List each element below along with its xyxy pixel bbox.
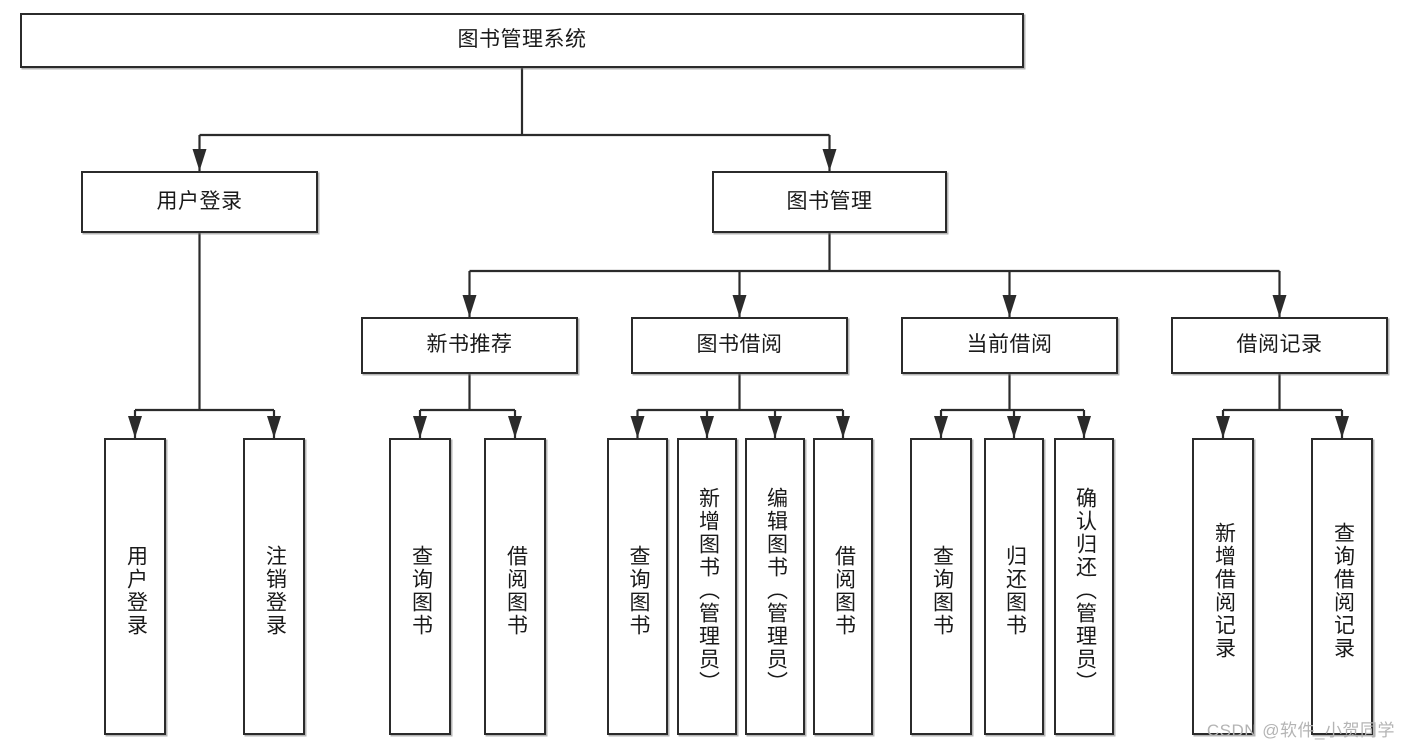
node-label: 当前借阅 <box>966 333 1053 357</box>
node-leaf-bb-add-book[interactable]: 新增图书（管理员） <box>677 438 737 735</box>
connector-arrowhead <box>1077 416 1091 438</box>
node-leaf-cb-confirm-return[interactable]: 确认归还（管理员） <box>1054 438 1114 735</box>
node-label: 借阅图书 <box>504 544 528 637</box>
connector-arrowhead <box>630 416 645 438</box>
node-leaf-user-logout[interactable]: 注销登录 <box>243 438 305 735</box>
connector-arrowhead <box>768 416 782 438</box>
connector-arrowhead <box>700 416 714 438</box>
node-borrow-record[interactable]: 借阅记录 <box>1171 317 1388 374</box>
node-leaf-cb-query-book[interactable]: 查询图书 <box>910 438 972 735</box>
node-leaf-rec-borrow-book[interactable]: 借阅图书 <box>484 438 546 735</box>
connector-arrowhead <box>128 416 142 438</box>
connector-arrowhead <box>1335 416 1349 438</box>
node-label: 确认归还（管理员） <box>1073 487 1097 694</box>
node-label: 查询图书 <box>626 544 650 637</box>
node-leaf-rec-query-book[interactable]: 查询图书 <box>389 438 451 735</box>
node-label: 注销登录 <box>263 544 287 637</box>
node-book-borrow[interactable]: 图书借阅 <box>631 317 848 374</box>
node-label: 图书管理系统 <box>457 28 587 52</box>
connector-arrowhead <box>192 149 207 171</box>
connector-arrowhead <box>1007 416 1021 438</box>
node-root[interactable]: 图书管理系统 <box>20 13 1024 68</box>
node-label: 查询图书 <box>409 544 433 637</box>
node-leaf-bb-edit-book[interactable]: 编辑图书（管理员） <box>745 438 805 735</box>
connector-arrowhead <box>1272 295 1287 317</box>
node-leaf-br-query-record[interactable]: 查询借阅记录 <box>1311 438 1373 735</box>
node-leaf-bb-query-book[interactable]: 查询图书 <box>607 438 668 735</box>
connector-arrowhead <box>413 416 427 438</box>
connector-arrowhead <box>822 149 837 171</box>
node-current-borrow[interactable]: 当前借阅 <box>901 317 1118 374</box>
connector-arrowhead <box>836 416 850 438</box>
node-leaf-br-add-record[interactable]: 新增借阅记录 <box>1192 438 1254 735</box>
node-label: 用户登录 <box>156 189 243 213</box>
node-leaf-cb-return-book[interactable]: 归还图书 <box>984 438 1044 735</box>
node-new-book-recommend[interactable]: 新书推荐 <box>361 317 578 374</box>
node-label: 查询图书 <box>930 544 954 637</box>
node-label: 借阅图书 <box>832 544 856 637</box>
node-leaf-bb-borrow-book[interactable]: 借阅图书 <box>813 438 873 735</box>
node-label: 编辑图书（管理员） <box>764 487 788 694</box>
connector-arrowhead <box>508 416 522 438</box>
connector-arrowhead <box>267 416 281 438</box>
node-label: 新增图书（管理员） <box>696 487 720 694</box>
node-user-login[interactable]: 用户登录 <box>81 171 318 233</box>
connector-arrowhead <box>934 416 948 438</box>
node-book-manage[interactable]: 图书管理 <box>712 171 947 233</box>
connector-arrowhead <box>1216 416 1230 438</box>
connector-arrowhead <box>462 295 477 317</box>
node-label: 用户登录 <box>124 544 148 637</box>
watermark-label: CSDN @软件_小贺同学 <box>1206 721 1395 740</box>
connector-arrowhead <box>1002 295 1017 317</box>
node-leaf-user-login[interactable]: 用户登录 <box>104 438 166 735</box>
node-label: 新增借阅记录 <box>1212 521 1236 660</box>
connector-arrowhead <box>732 295 747 317</box>
node-label: 借阅记录 <box>1236 333 1323 357</box>
node-label: 查询借阅记录 <box>1331 521 1355 660</box>
node-label: 图书管理 <box>786 189 873 213</box>
node-label: 归还图书 <box>1003 544 1027 637</box>
node-label: 图书借阅 <box>696 333 783 357</box>
node-label: 新书推荐 <box>426 333 513 357</box>
